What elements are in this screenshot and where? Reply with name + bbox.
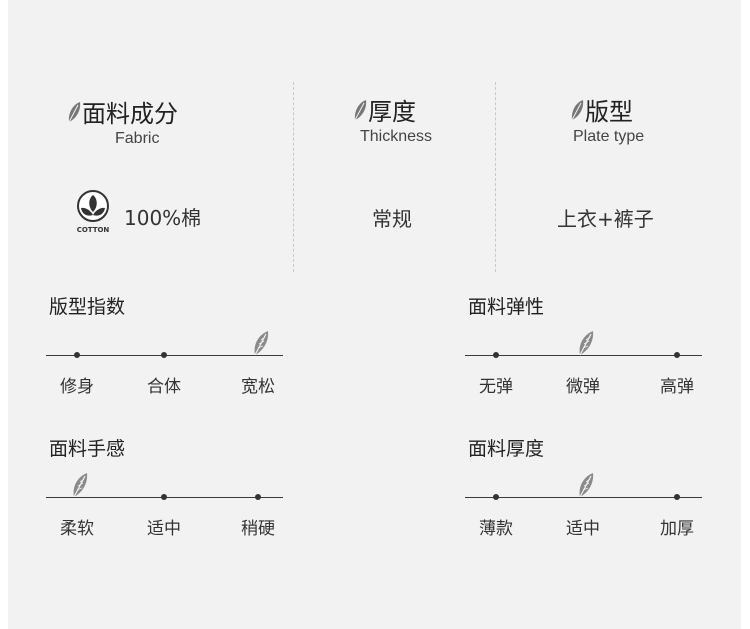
scale-point bbox=[74, 352, 80, 358]
scale-point bbox=[674, 352, 680, 358]
column-divider bbox=[293, 82, 294, 272]
scale-thickness: 面料厚度薄款 适中 加厚 bbox=[465, 434, 705, 544]
scale-title: 面料厚度 bbox=[468, 438, 545, 460]
scale-track bbox=[465, 355, 702, 356]
scale-option-label: 稍硬 bbox=[241, 519, 275, 539]
selected-leaf-icon bbox=[577, 472, 595, 502]
scale-fit: 版型指数修身 合体 宽松 bbox=[46, 292, 286, 402]
scale-point bbox=[161, 352, 167, 358]
cotton-badge-text: COTTON bbox=[77, 226, 110, 234]
scale-title: 版型指数 bbox=[49, 296, 126, 318]
scale-option-label: 合体 bbox=[147, 377, 181, 397]
scale-option-label: 适中 bbox=[147, 519, 181, 539]
scale-title: 面料手感 bbox=[49, 438, 126, 460]
selected-leaf-icon bbox=[252, 330, 270, 360]
cotton-icon: COTTON bbox=[68, 188, 118, 234]
scale-option-label: 适中 bbox=[566, 519, 600, 539]
scale-point bbox=[493, 352, 499, 358]
scale-point bbox=[674, 494, 680, 500]
fabric-value: 100%棉 bbox=[124, 206, 202, 230]
scale-option-label: 微弹 bbox=[566, 377, 600, 397]
fabric-title-row: 面料成分 bbox=[66, 94, 178, 129]
scale-option-label: 柔软 bbox=[60, 519, 94, 539]
product-attributes-panel: 面料成分 Fabric COTTON 100%棉 厚度 Thickness 常规… bbox=[8, 0, 741, 629]
leaf-icon bbox=[66, 101, 82, 129]
scale-option-label: 宽松 bbox=[241, 377, 275, 397]
scale-handfeel: 面料手感柔软 适中 稍硬 bbox=[46, 434, 286, 544]
plate-subtitle: Plate type bbox=[573, 128, 645, 145]
leaf-icon bbox=[352, 99, 368, 127]
column-divider bbox=[495, 82, 496, 272]
thickness-value: 常规 bbox=[372, 207, 412, 231]
scale-option-label: 薄款 bbox=[479, 519, 513, 539]
fabric-title: 面料成分 bbox=[82, 100, 178, 128]
scale-point bbox=[255, 494, 261, 500]
scale-option-label: 无弹 bbox=[479, 377, 513, 397]
scale-track bbox=[465, 497, 702, 498]
thickness-title: 厚度 bbox=[368, 98, 416, 126]
thickness-subtitle: Thickness bbox=[360, 128, 433, 145]
scale-point bbox=[493, 494, 499, 500]
scale-option-label: 高弹 bbox=[660, 377, 694, 397]
selected-leaf-icon bbox=[577, 330, 595, 360]
plate-value: 上衣+裤子 bbox=[557, 207, 654, 231]
leaf-icon bbox=[569, 99, 585, 127]
scale-option-label: 加厚 bbox=[660, 519, 694, 539]
scale-title: 面料弹性 bbox=[468, 296, 545, 318]
thickness-title-row: 厚度 bbox=[352, 92, 416, 127]
scale-elasticity: 面料弹性无弹 微弹 高弹 bbox=[465, 292, 705, 402]
plate-title-row: 版型 bbox=[569, 92, 633, 127]
fabric-subtitle: Fabric bbox=[115, 130, 160, 147]
selected-leaf-icon bbox=[71, 472, 89, 502]
plate-title: 版型 bbox=[585, 98, 633, 126]
scale-point bbox=[161, 494, 167, 500]
scale-option-label: 修身 bbox=[60, 377, 94, 397]
